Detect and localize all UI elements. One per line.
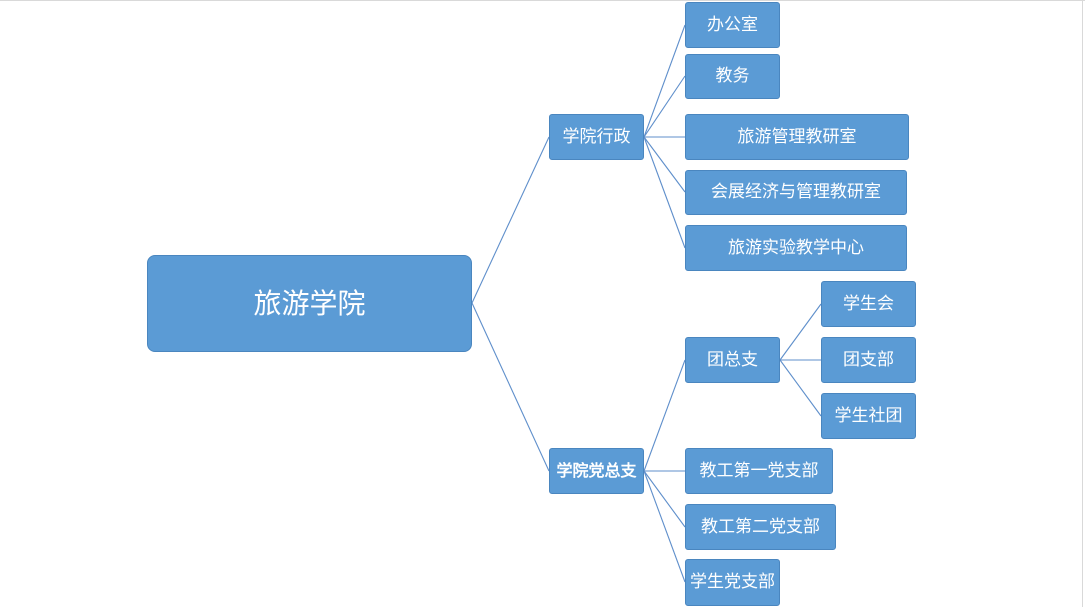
node-tourism-lab-center[interactable]: 旅游实验教学中心 (685, 225, 907, 271)
node-staff-party-branch-2[interactable]: 教工第二党支部 (685, 504, 836, 550)
window-top-border (0, 0, 1085, 1)
node-tourism-management-office[interactable]: 旅游管理教研室 (685, 114, 909, 160)
window-right-border (1082, 0, 1083, 607)
branch-node-admin[interactable]: 学院行政 (549, 114, 644, 160)
node-youth-league[interactable]: 团总支 (685, 337, 780, 383)
node-office[interactable]: 办公室 (685, 2, 780, 48)
node-academic-affairs[interactable]: 教务 (685, 54, 780, 99)
branch-node-party[interactable]: 学院党总支 (549, 448, 644, 494)
node-league-branch[interactable]: 团支部 (821, 337, 916, 383)
node-student-union[interactable]: 学生会 (821, 281, 916, 327)
node-student-party-branch[interactable]: 学生党支部 (685, 559, 780, 606)
node-exhibition-economy-office[interactable]: 会展经济与管理教研室 (685, 170, 907, 215)
node-student-clubs[interactable]: 学生社团 (821, 393, 916, 439)
node-staff-party-branch-1[interactable]: 教工第一党支部 (685, 448, 833, 494)
root-node[interactable]: 旅游学院 (147, 255, 472, 352)
